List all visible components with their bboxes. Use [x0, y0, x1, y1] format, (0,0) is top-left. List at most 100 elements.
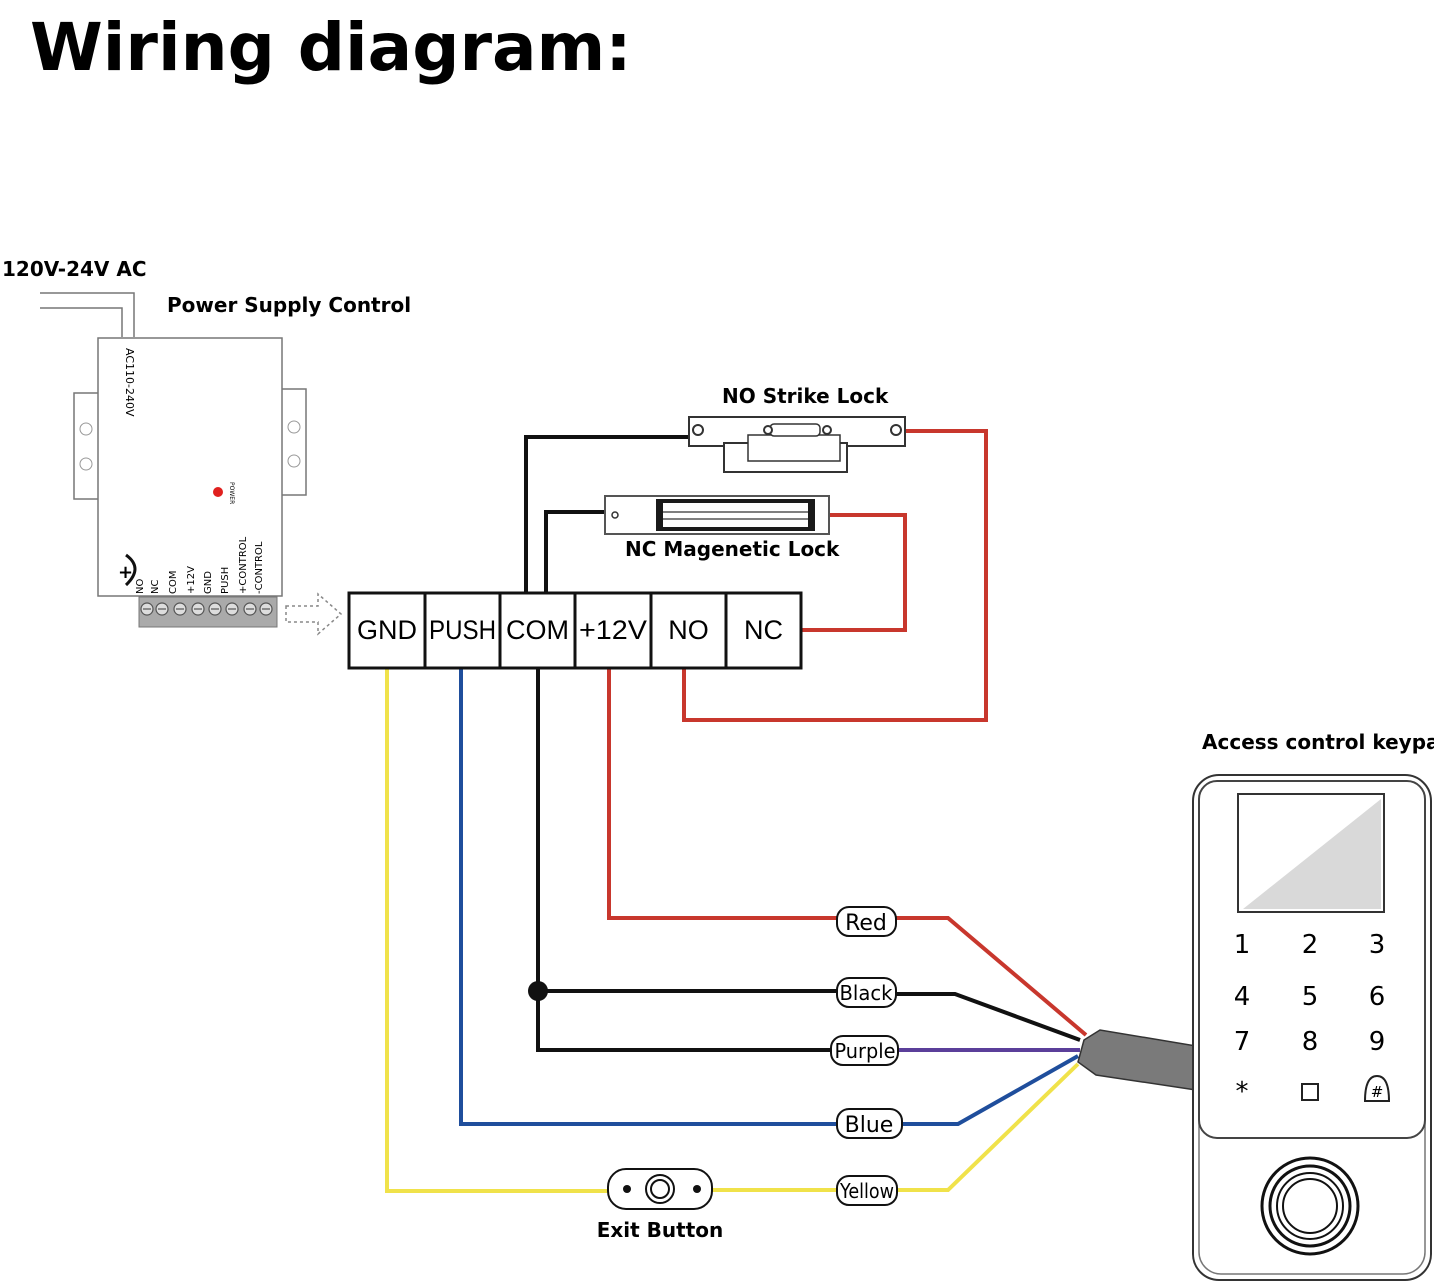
wire-tag-black-frame [836, 977, 897, 1008]
nc-magnetic-lock-label: NC Magenetic Lock [625, 537, 840, 561]
no-strike-lock-label: NO Strike Lock [722, 384, 889, 408]
wire-tag-blue: Blue [836, 1108, 903, 1139]
ps-terminal-label: PUSH [220, 567, 231, 594]
ps-terminal-screws [140, 602, 273, 616]
terminal-plus-12v: +12V [579, 615, 647, 645]
strike-keeper [747, 434, 841, 462]
keypad-key-7[interactable]: 7 [1234, 1027, 1251, 1057]
exit-button-label: Exit Button [597, 1218, 724, 1242]
keypad-key-9[interactable]: 9 [1369, 1027, 1386, 1057]
ps-voltage-marking: AC110-240V [123, 348, 136, 417]
fingerprint-ring [1282, 1178, 1338, 1234]
black-com-wire [536, 668, 832, 1052]
power-led [213, 487, 223, 497]
wire-tag-red-label: Red [845, 911, 887, 936]
wire-tag-blue-label: Blue [845, 1113, 894, 1138]
fingerprint-ring [1276, 1172, 1344, 1240]
keypad-key-5[interactable]: 5 [1302, 982, 1319, 1012]
access-control-keypad: 1 2 3 4 5 6 7 8 9 * # [1192, 774, 1432, 1281]
exit-button-screw [623, 1185, 631, 1193]
ps-mount-hole [287, 420, 301, 434]
terminal-com: COM [506, 615, 569, 645]
wire-tag-black: Black [836, 977, 897, 1008]
exit-button [607, 1168, 713, 1210]
red-wire-tail [895, 916, 1088, 1037]
ps-terminal-label: NO [135, 579, 146, 594]
nc-magnetic-lock [604, 495, 830, 535]
ps-mount-hole [79, 422, 93, 436]
ps-terminal-labels: NO NC COM +12V GND PUSH +CONTROL -CONTROL [135, 536, 265, 594]
wire-tag-red: Red [836, 906, 897, 937]
wire-tag-yellow: Yellow [836, 1175, 898, 1206]
ps-right-mount [279, 388, 307, 496]
exit-button-center [650, 1179, 670, 1199]
power-supply-unit: AC110-240V POWER + NO NC COM +12V GND PUSH +CO… [73, 337, 307, 628]
power-supply-label: Power Supply Control [167, 293, 411, 317]
ps-terminal-label: GND [203, 571, 214, 594]
strike-screw-hole [763, 425, 773, 435]
page-title: Wiring diagram: [30, 9, 632, 86]
exit-button-screw [693, 1185, 701, 1193]
strike-screw-hole [822, 425, 832, 435]
mag-lock-black-wire [544, 510, 607, 594]
ps-body [97, 337, 283, 597]
wire-tag-yellow-label: Yellow [839, 1179, 894, 1203]
terminal-block: GND PUSH COM +12V NO NC [347, 591, 803, 670]
keypad-key-bell[interactable]: # [1363, 1074, 1391, 1102]
keypad-key-0[interactable] [1301, 1083, 1319, 1101]
ps-terminal-label: -CONTROL [254, 541, 265, 594]
wire-tag-blue-frame [836, 1108, 903, 1139]
ps-mount-hole [79, 457, 93, 471]
yellow-wire-trunk [385, 668, 610, 1193]
wire-tag-yellow-frame [836, 1175, 898, 1206]
keypad-key-star[interactable]: * [1236, 1077, 1249, 1107]
fingerprint-ring [1268, 1164, 1352, 1248]
wire-tag-purple-label: Purple [835, 1039, 896, 1063]
black-wire-tail [895, 992, 1081, 1042]
keypad-key-4[interactable]: 4 [1234, 982, 1251, 1012]
keypad-key-2[interactable]: 2 [1302, 930, 1319, 960]
keypad-keys: 1 2 3 4 5 6 7 8 9 * # [1234, 930, 1391, 1107]
bell-icon [1363, 1074, 1391, 1102]
keypad-label: Access control keypad [1202, 730, 1434, 754]
wire-tag-red-frame [836, 906, 897, 937]
keypad-key-6[interactable]: 6 [1369, 982, 1386, 1012]
junction-dot [528, 981, 548, 1001]
ps-terminal-label: +CONTROL [238, 536, 249, 594]
red-wire-trunk [607, 668, 838, 920]
terminal-gnd: GND [357, 615, 417, 645]
no-strike-lock [688, 416, 906, 473]
connection-arrow [285, 592, 343, 636]
keypad-screen-glare [1243, 799, 1381, 909]
ps-mount-hole [287, 454, 301, 468]
ac-input-wire-1 [40, 292, 135, 337]
terminal-nc: NC [744, 615, 783, 645]
wire-tag-purple-frame [830, 1035, 899, 1066]
keypad-key-hash: # [1371, 1083, 1384, 1101]
blue-wire-trunk [459, 668, 838, 1126]
keypad-cable [1077, 1029, 1197, 1091]
strike-latch [769, 423, 821, 437]
blue-wire-tail [903, 1054, 1079, 1126]
terminal-push: PUSH [429, 615, 496, 645]
keypad-key-3[interactable]: 3 [1369, 930, 1386, 960]
ps-polarity-mark [124, 553, 137, 587]
strike-screw-hole [890, 424, 902, 436]
strike-lock-black-wire [524, 435, 690, 594]
keypad-key-1[interactable]: 1 [1234, 930, 1251, 960]
wire-tag-purple: Purple [830, 1035, 899, 1066]
ps-terminal-label: +12V [186, 566, 197, 594]
wire-tag-black-label: Black [840, 981, 893, 1005]
strike-screw-hole [692, 424, 704, 436]
keypad-key-8[interactable]: 8 [1302, 1027, 1319, 1057]
ac-input-wire-2 [40, 307, 123, 337]
ps-left-mount [73, 392, 101, 500]
ps-terminal-label: COM [168, 571, 179, 594]
ps-terminal-label: NC [150, 580, 161, 594]
terminal-no: NO [668, 615, 709, 645]
mag-lock-red-wire [800, 513, 907, 632]
power-led-label: POWER [228, 482, 235, 504]
yellow-wire-tail [898, 1062, 1080, 1192]
ps-polarity-symbol: + [118, 562, 133, 583]
